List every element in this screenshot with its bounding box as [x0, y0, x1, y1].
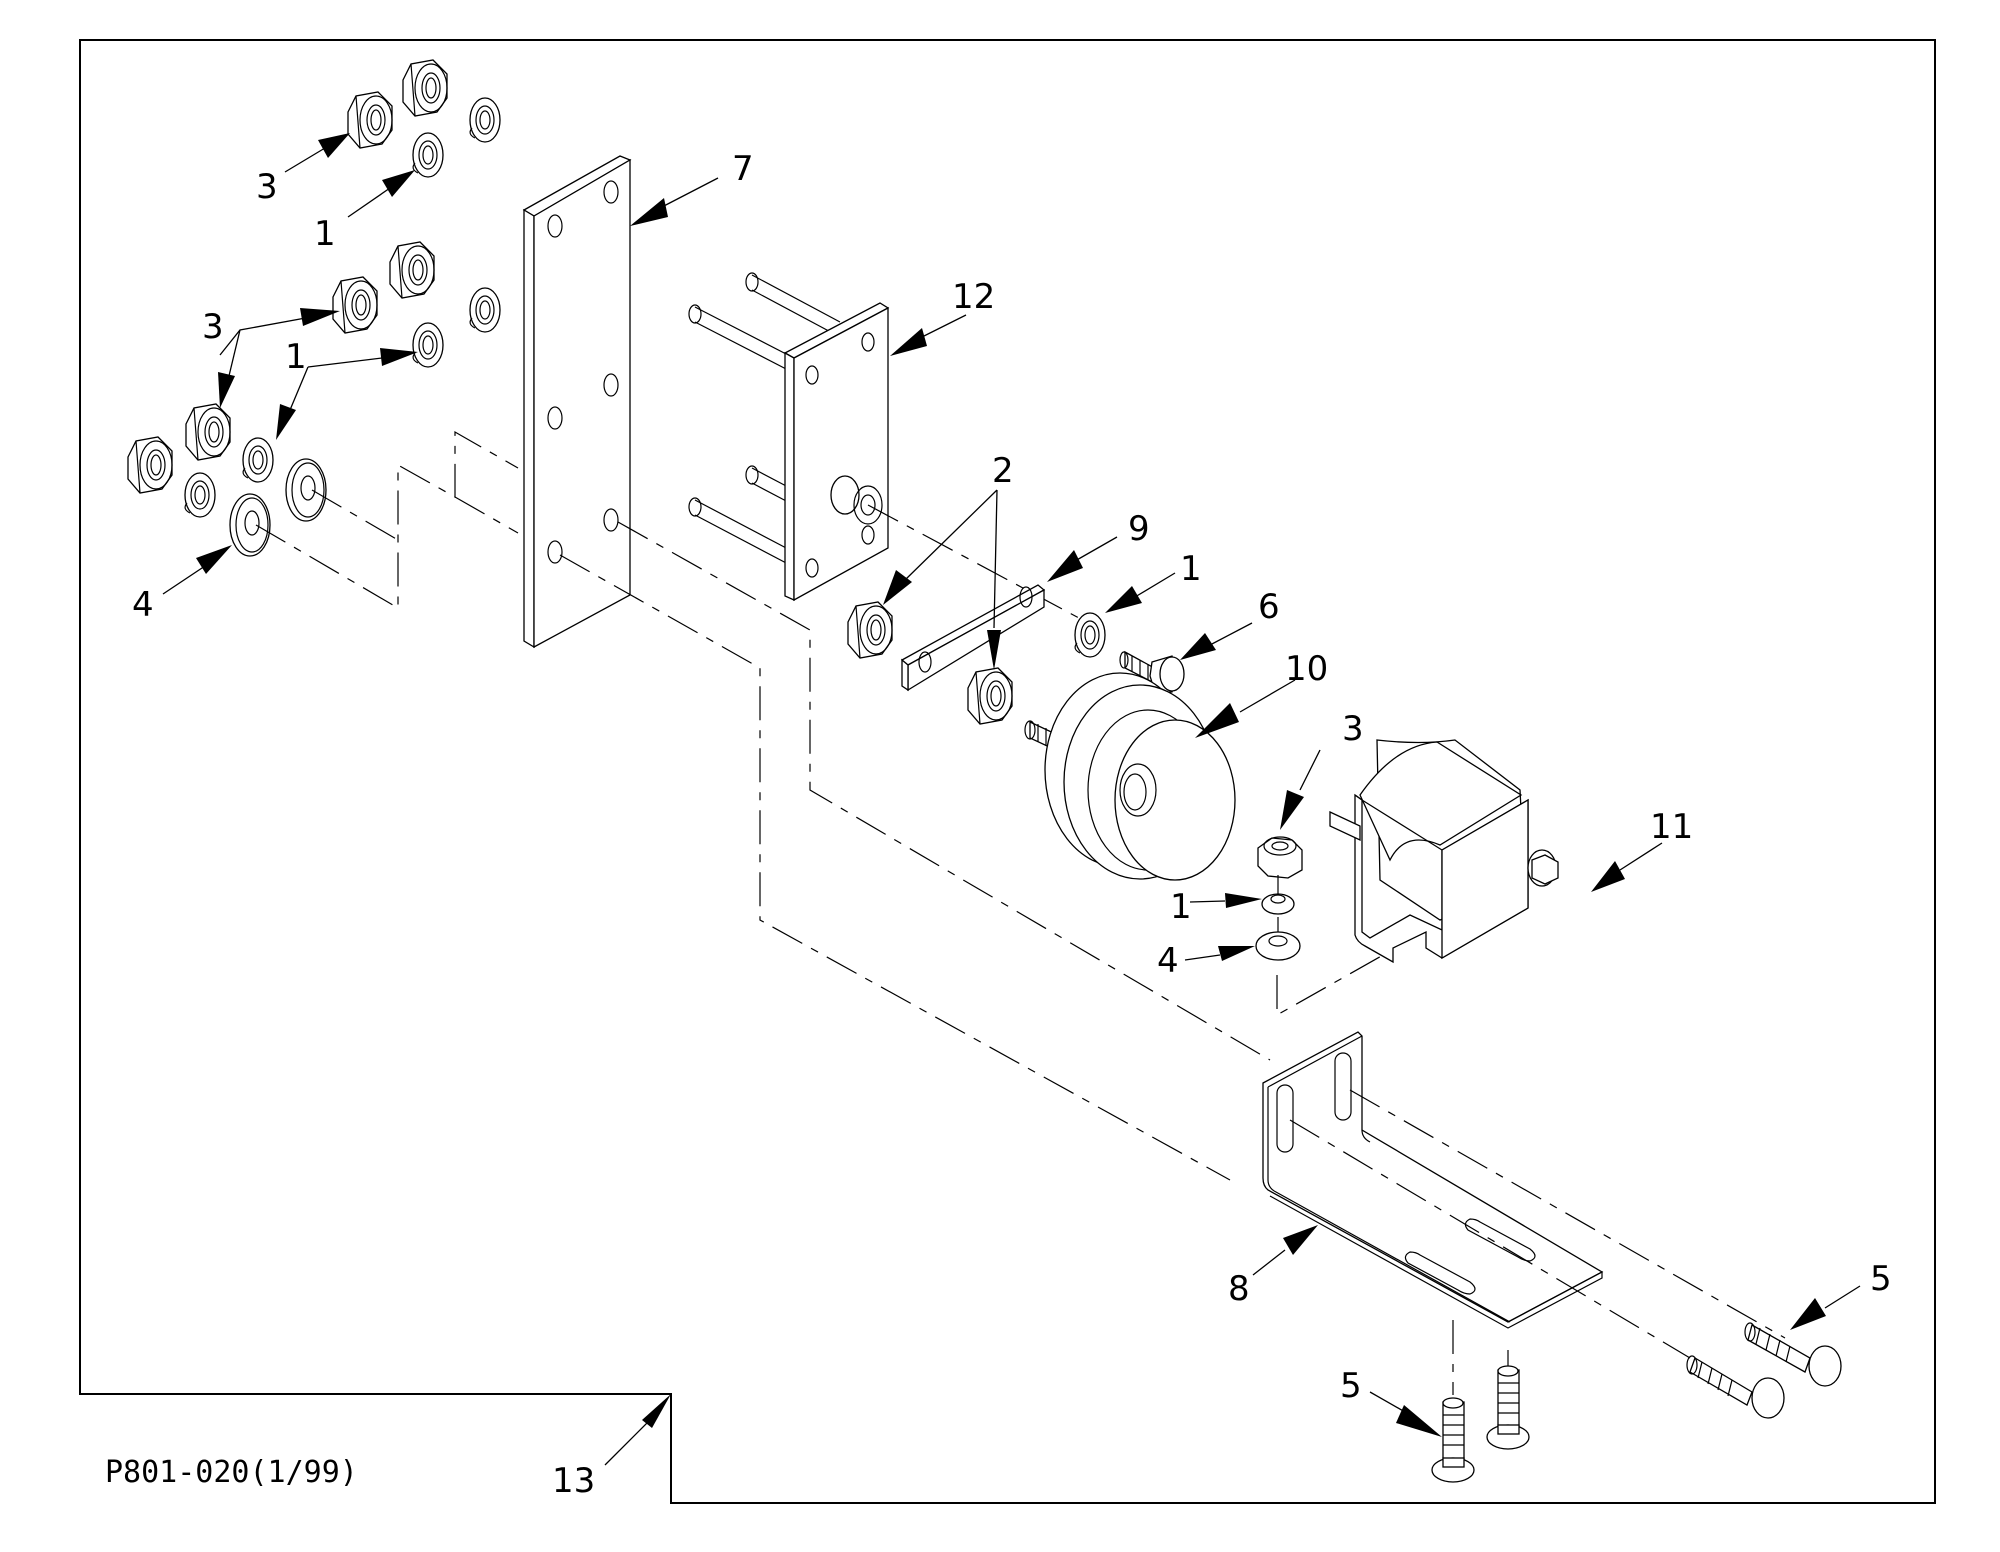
- hex-nut-top-a: [347, 91, 393, 149]
- svg-text:1: 1: [314, 214, 336, 254]
- centerline-bracket-lower: [1289, 1119, 1691, 1359]
- callout-12: 12: [890, 277, 995, 356]
- centerline-plate-lower: [559, 554, 1231, 1181]
- svg-text:11: 11: [1650, 807, 1693, 847]
- callout-13: 13: [552, 1394, 671, 1501]
- drawing-reference-number: P801-020(1/99): [105, 1455, 358, 1490]
- centerline-washer-a-b: [454, 496, 519, 534]
- callout-10: 10: [1195, 649, 1328, 738]
- cap-screw: [1119, 650, 1185, 693]
- callout-6: 6: [1180, 587, 1280, 660]
- svg-text:12: 12: [952, 277, 995, 317]
- centerline-washer-a: [311, 489, 399, 541]
- mounting-plate: [522, 155, 632, 649]
- svg-text:10: 10: [1285, 649, 1328, 689]
- roller-bracket: [1329, 739, 1559, 964]
- lock-washer-low-a: [242, 437, 274, 483]
- lock-washer-roller: [1261, 893, 1295, 915]
- hex-nut-low-b: [127, 436, 173, 494]
- callout-11: 11: [1591, 807, 1693, 892]
- svg-text:3: 3: [256, 167, 278, 207]
- hex-nut-link-a: [847, 601, 893, 659]
- svg-text:3: 3: [202, 307, 224, 347]
- lock-washer-mid-b: [412, 322, 444, 368]
- callout-1-right: 1: [1105, 549, 1202, 613]
- carriage-bolt-right-a: [1744, 1322, 1842, 1387]
- flat-washer-b: [229, 493, 271, 557]
- svg-text:4: 4: [1157, 941, 1179, 981]
- callout-5-bottom: 5: [1340, 1366, 1442, 1437]
- hex-nut-roller: [1257, 836, 1303, 879]
- callout-3-mid: 3: [202, 307, 340, 408]
- svg-text:6: 6: [1258, 587, 1280, 627]
- centerline-bracket-upper: [1349, 1089, 1786, 1339]
- svg-text:7: 7: [732, 149, 754, 189]
- lock-washer-low-b: [184, 472, 216, 518]
- svg-text:1: 1: [285, 337, 307, 377]
- threaded-stud: [688, 272, 841, 566]
- centerline-washer-b: [255, 430, 519, 610]
- hex-nut-link-b: [967, 667, 1013, 725]
- hex-nut-mid-a: [389, 241, 435, 299]
- callout-1-roller: 1: [1170, 887, 1262, 927]
- lock-washer-right: [1074, 612, 1106, 658]
- carriage-bolt-right-b: [1686, 1355, 1785, 1419]
- lock-washer-mid-a: [469, 287, 501, 333]
- svg-text:5: 5: [1870, 1259, 1892, 1299]
- stud-plate: [688, 272, 890, 602]
- hex-nut-top-b: [402, 59, 448, 117]
- centerline-roller-bracket: [1276, 949, 1393, 1017]
- lock-washer-top-a: [412, 132, 444, 178]
- hex-nut-low-a: [185, 403, 231, 461]
- carriage-bolt-bottom-a: [1431, 1397, 1475, 1483]
- callout-5-right: 5: [1790, 1259, 1892, 1330]
- callout-1-mid: 1: [276, 337, 418, 440]
- centerline-stud-plate: [867, 504, 1093, 626]
- callout-3-roller: 3: [1280, 709, 1364, 830]
- svg-text:1: 1: [1170, 887, 1192, 927]
- link-bar: [900, 584, 1046, 692]
- hex-nut-mid-b: [332, 276, 378, 334]
- lock-washer-top-b: [469, 97, 501, 143]
- frame-border: [79, 39, 1936, 1504]
- flat-washer-roller: [1255, 931, 1301, 961]
- l-bracket: [1262, 1031, 1604, 1329]
- centerline-plate-upper: [617, 521, 1271, 1061]
- callout-1-top: 1: [314, 170, 415, 254]
- svg-text:13: 13: [552, 1461, 595, 1501]
- callout-3-top: 3: [256, 133, 350, 207]
- svg-text:9: 9: [1128, 509, 1150, 549]
- svg-text:8: 8: [1228, 1269, 1250, 1309]
- flat-washer-a: [285, 458, 327, 522]
- svg-text:3: 3: [1342, 709, 1364, 749]
- svg-text:5: 5: [1340, 1366, 1362, 1406]
- guide-roller: [1024, 672, 1236, 881]
- svg-text:1: 1: [1180, 549, 1202, 589]
- svg-text:2: 2: [992, 451, 1014, 491]
- carriage-bolt-bottom-b: [1486, 1365, 1530, 1450]
- callout-7: 7: [630, 149, 754, 226]
- svg-text:4: 4: [132, 585, 154, 625]
- callout-2: 2: [883, 451, 1014, 670]
- callout-4-left: 4: [132, 545, 232, 625]
- callout-9: 9: [1047, 509, 1150, 582]
- callout-8: 8: [1228, 1225, 1318, 1309]
- callout-4-roller: 4: [1157, 941, 1255, 981]
